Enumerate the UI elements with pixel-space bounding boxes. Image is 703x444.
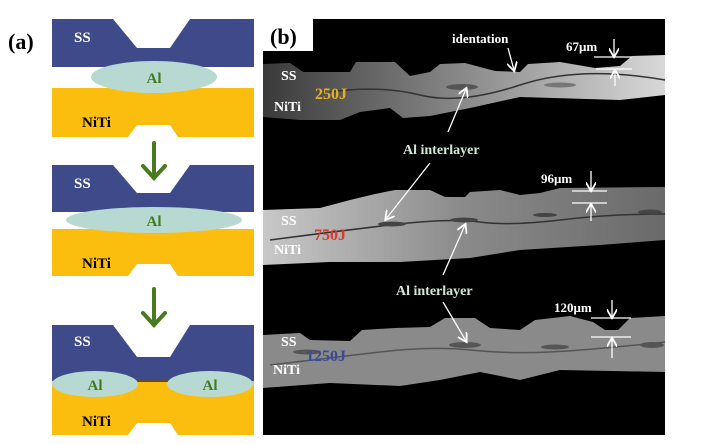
depth-label-67um: 67μm	[566, 39, 597, 54]
depth-marker-96um	[572, 171, 607, 221]
ss-label: SS	[74, 176, 91, 192]
energy-label-1250j: 1250J	[306, 348, 346, 365]
depth-marker-67um	[594, 39, 632, 86]
stage-2-schematic: SS Al NiTi	[52, 165, 254, 276]
niti-label: NiTi	[273, 363, 300, 378]
energy-label-250j: 250J	[315, 86, 347, 103]
ss-plate	[52, 165, 254, 212]
stage-1-schematic: SS Al NiTi	[52, 19, 254, 137]
ss-label: SS	[281, 335, 297, 350]
al-interlayer-left	[52, 371, 138, 397]
al-interlayer-right	[167, 371, 253, 397]
depth-label-96um: 96μm	[541, 171, 572, 186]
weld-cross-section-1250j	[263, 316, 665, 388]
al-label: Al	[147, 214, 162, 230]
ss-label: SS	[74, 30, 91, 46]
indentation-label: identation	[452, 31, 509, 46]
ss-label: SS	[74, 334, 91, 350]
ss-label: SS	[281, 214, 297, 229]
down-arrow-icon	[141, 141, 167, 181]
stage-3-schematic: SS Al Al NiTi	[52, 325, 254, 435]
panel-b-label-box	[263, 19, 313, 51]
depth-marker-120um	[591, 300, 631, 358]
al-label: Al	[88, 378, 103, 394]
al-interlayer-label: Al interlayer	[403, 143, 480, 158]
niti-label: NiTi	[82, 115, 111, 131]
niti-label: NiTi	[82, 256, 111, 272]
depth-label-120um: 120μm	[554, 300, 592, 315]
al-label: Al	[147, 71, 162, 87]
ss-plate	[52, 325, 254, 381]
ss-label: SS	[281, 69, 297, 84]
panel-a: (a) SS Al NiTi SS Al NiTi	[8, 19, 254, 435]
al-label: Al	[203, 378, 218, 394]
niti-label: NiTi	[274, 100, 301, 115]
panel-a-label: (a)	[8, 29, 34, 54]
niti-label: NiTi	[274, 243, 301, 258]
al-interlayer	[66, 207, 242, 233]
panel-b-label: (b)	[270, 24, 297, 49]
niti-plate	[52, 88, 254, 137]
panel-b-micrograph: (b) SS NiTi 250J SS NiTi 750J SS NiTi 12…	[263, 19, 666, 435]
al-interlayer-label: Al interlayer	[396, 284, 473, 299]
down-arrow-icon	[141, 287, 167, 328]
niti-label: NiTi	[82, 414, 111, 430]
ss-plate	[52, 19, 254, 67]
al-interlayer	[91, 61, 217, 93]
niti-plate	[52, 229, 254, 276]
energy-label-750j: 750J	[314, 227, 346, 244]
